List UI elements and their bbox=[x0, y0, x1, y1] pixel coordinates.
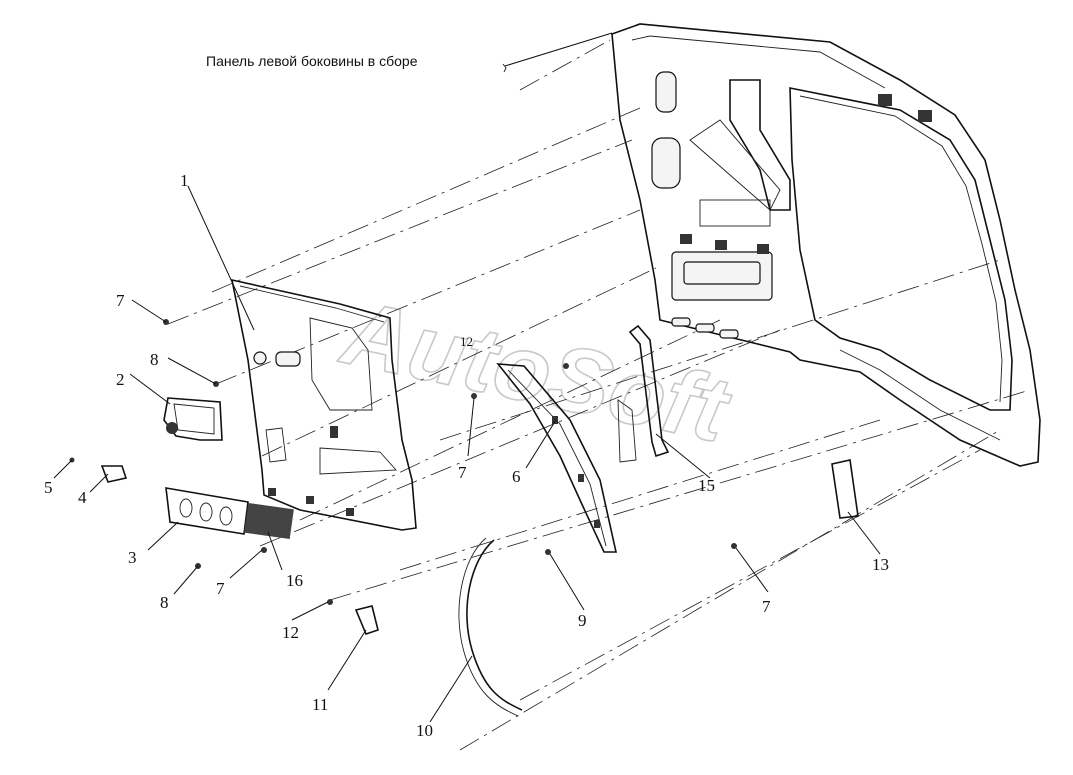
callout-8-a: 8 bbox=[150, 350, 159, 369]
callout-10: 10 bbox=[416, 721, 433, 740]
assembly-axis-lines bbox=[167, 39, 1031, 751]
callout-13: 13 bbox=[872, 555, 889, 574]
caption-leader bbox=[504, 32, 613, 67]
callout-12-a: 12 bbox=[460, 334, 473, 349]
callout-7-a: 7 bbox=[116, 291, 125, 310]
callout-9: 9 bbox=[578, 611, 587, 630]
callout-3: 3 bbox=[128, 548, 137, 567]
assembly-caption: Панель левой боковины в сборе bbox=[206, 53, 418, 69]
part-2-handle-bracket bbox=[163, 397, 223, 441]
callout-16: 16 bbox=[286, 571, 303, 590]
fasteners bbox=[69, 319, 737, 605]
callout-7-b: 7 bbox=[458, 463, 467, 482]
part-11-clip bbox=[354, 605, 379, 635]
callout-11: 11 bbox=[312, 695, 328, 714]
part-13-plate bbox=[831, 459, 859, 519]
callout-2: 2 bbox=[116, 370, 125, 389]
callout-12-b: 12 bbox=[282, 623, 299, 642]
part-1-trim-panel bbox=[230, 278, 417, 531]
side-panel-assembly bbox=[611, 23, 1041, 467]
callout-4: 4 bbox=[78, 488, 87, 507]
part-6-pillar-trim bbox=[496, 363, 617, 553]
callout-7-c: 7 bbox=[216, 579, 225, 598]
callout-leaders bbox=[53, 185, 881, 723]
callout-5: 5 bbox=[44, 478, 53, 497]
part-15-bracket bbox=[617, 324, 670, 463]
callout-1: 1 bbox=[180, 171, 189, 190]
callout-6: 6 bbox=[512, 467, 521, 486]
callout-8-b: 8 bbox=[160, 593, 169, 612]
callout-numbers: 1 2 3 4 5 6 7 7 7 7 8 8 9 10 11 12 12 13… bbox=[44, 171, 889, 740]
part-16-speaker-mesh bbox=[244, 502, 294, 540]
part-4-cup bbox=[100, 465, 128, 483]
part-3-lower-grille bbox=[165, 487, 249, 535]
callout-7-d: 7 bbox=[762, 597, 771, 616]
part-10-tube bbox=[466, 539, 523, 711]
caption-arrow bbox=[502, 63, 507, 73]
callout-15: 15 bbox=[698, 476, 715, 495]
